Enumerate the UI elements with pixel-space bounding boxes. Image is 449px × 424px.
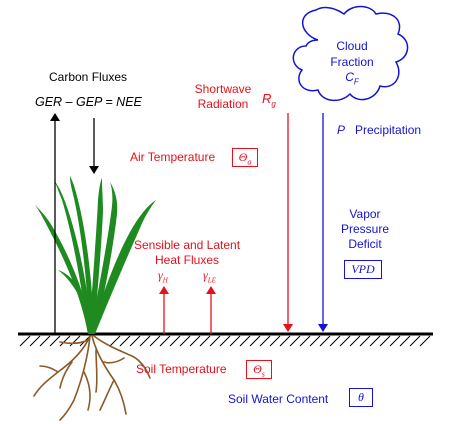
precipitation-label: Precipitation: [355, 123, 422, 137]
precipitation-symbol: P: [337, 123, 346, 137]
cloud-label-line2: Fraction: [330, 55, 374, 69]
soil-temperature-box: Θs: [246, 360, 272, 379]
shortwave-label-line2: Radiation: [197, 97, 249, 111]
gamma-le-symbol: γLE: [203, 268, 216, 285]
cloud-fraction-symbol: CF: [345, 70, 359, 87]
plant-leaves: [34, 176, 156, 334]
heat-fluxes-line1: Sensible and Latent: [133, 238, 241, 252]
heat-fluxes-line2: Heat Fluxes: [154, 253, 220, 267]
gamma-h-symbol: γH: [158, 268, 168, 285]
ground-hatching: [19, 335, 431, 347]
soil-water-box: θ: [349, 388, 373, 407]
carbon-equation: GER – GEP = NEE: [35, 95, 142, 109]
plant-roots: [33, 335, 151, 421]
shortwave-symbol: Rg: [262, 91, 276, 109]
air-temperature-label: Air Temperature: [130, 150, 216, 164]
soil-temperature-label: Soil Temperature: [136, 362, 227, 376]
carbon-fluxes-title: Carbon Fluxes: [49, 70, 128, 84]
vapor-label-line3: Deficit: [348, 237, 382, 251]
soil-water-label: Soil Water Content: [228, 392, 329, 406]
vapor-label-line2: Pressure: [340, 222, 390, 236]
cloud-shape: [292, 5, 409, 102]
shortwave-label-line1: Shortwave: [194, 82, 252, 96]
vpd-box: VPD: [344, 260, 382, 279]
cloud-label-line1: Cloud: [336, 39, 368, 53]
vapor-label-line1: Vapor: [349, 207, 381, 221]
air-temperature-box: Θa: [232, 148, 258, 167]
